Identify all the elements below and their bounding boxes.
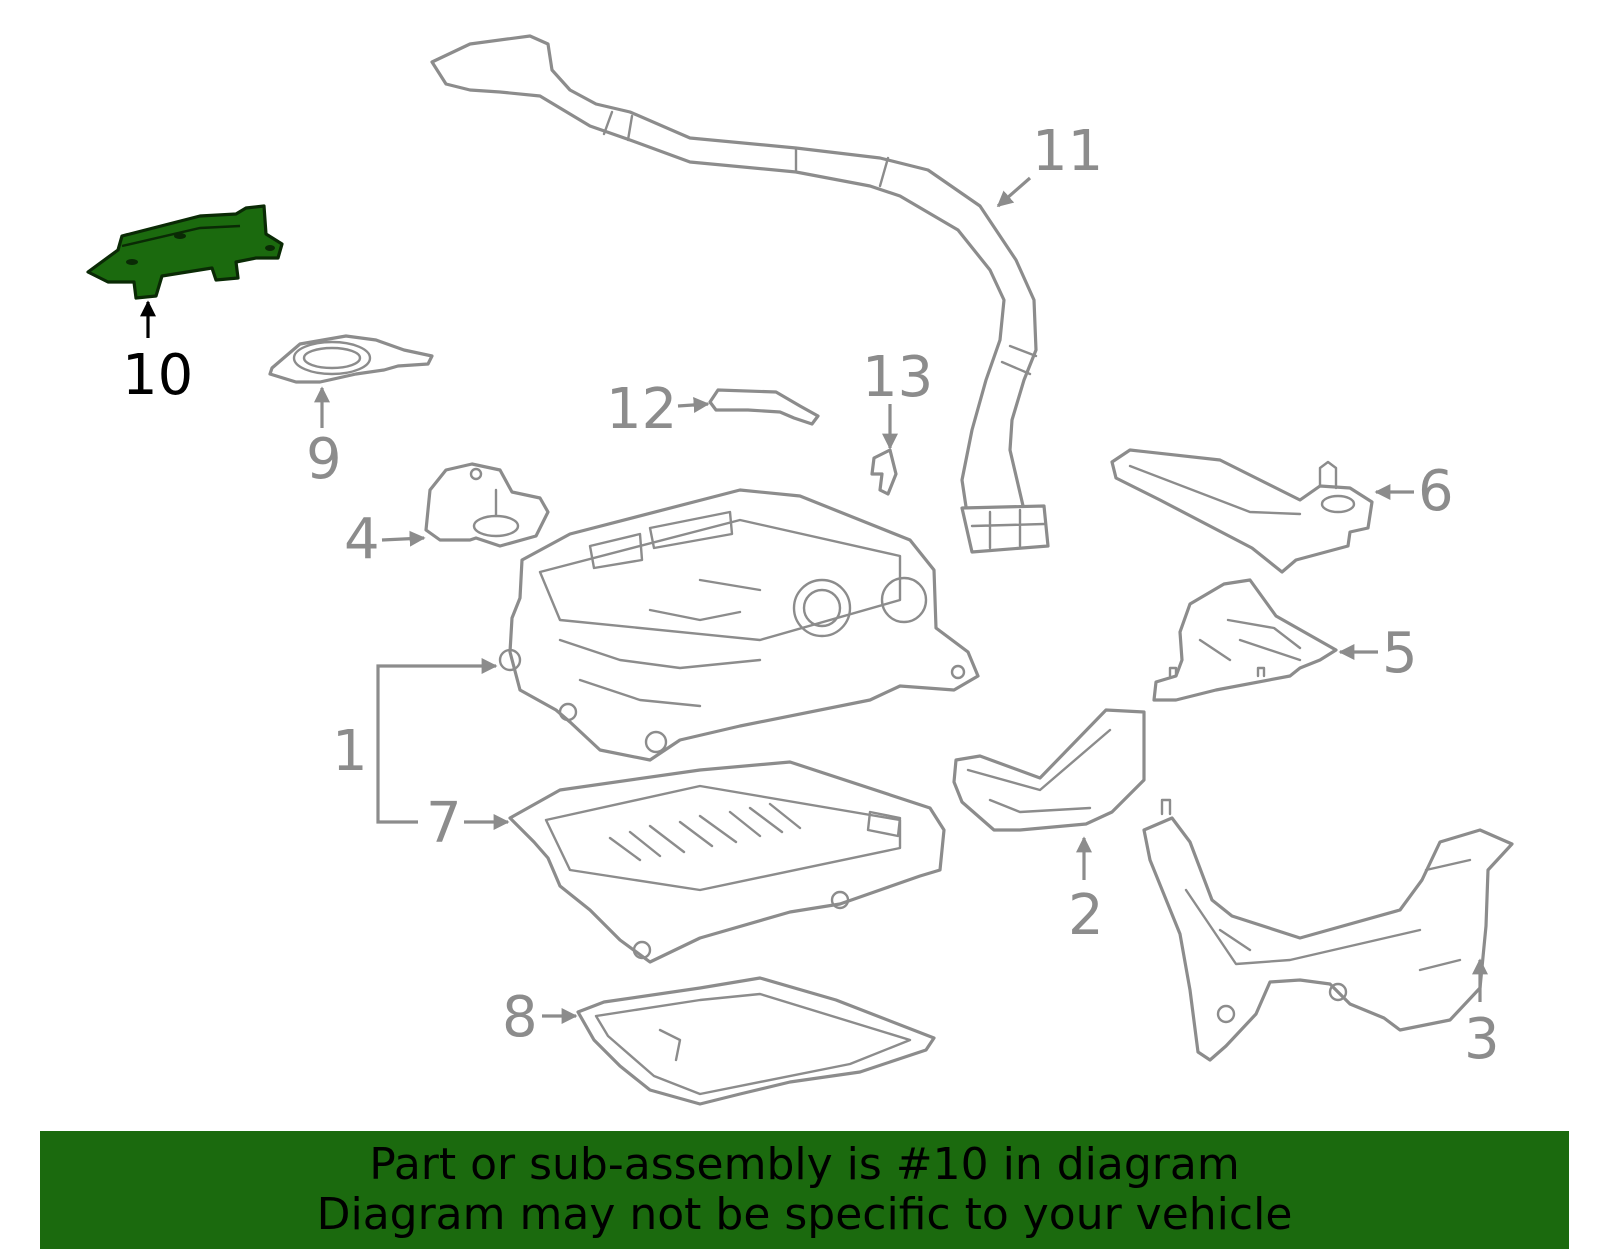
banner-line-1: Part or sub-assembly is #10 in diagram xyxy=(369,1139,1240,1190)
banner-line-2: Diagram may not be specific to your vehi… xyxy=(316,1189,1293,1240)
callout-12: 12 xyxy=(606,377,677,442)
leader-lines xyxy=(140,176,1488,1024)
callout-11: 11 xyxy=(1032,119,1103,184)
part-12-clip[interactable] xyxy=(708,388,820,426)
part-2-bracket[interactable] xyxy=(952,708,1146,832)
part-10-bracket[interactable] xyxy=(86,204,284,300)
part-8-gasket[interactable] xyxy=(576,976,936,1106)
callout-1: 1 xyxy=(332,719,368,784)
exploded-parts-diagram: 10 9 11 12 13 4 6 5 1 7 2 3 8 xyxy=(86,34,1514,1106)
part-7-case[interactable] xyxy=(508,760,946,964)
callout-4: 4 xyxy=(344,507,380,572)
part-3-frame[interactable] xyxy=(1142,798,1514,1062)
callout-10: 10 xyxy=(122,343,193,408)
callout-5: 5 xyxy=(1382,621,1418,686)
info-banner: Part or sub-assembly is #10 in diagram D… xyxy=(40,1131,1569,1249)
part-5-bracket[interactable] xyxy=(1152,578,1338,702)
part-4-bracket[interactable] xyxy=(424,462,550,548)
callout-13: 13 xyxy=(862,345,933,410)
part-13-clip[interactable] xyxy=(870,448,898,496)
callout-6: 6 xyxy=(1418,459,1454,524)
part-11-cable[interactable] xyxy=(430,34,1050,554)
callout-7: 7 xyxy=(426,791,462,856)
callout-3: 3 xyxy=(1464,1007,1500,1072)
callout-2: 2 xyxy=(1068,883,1104,948)
callout-9: 9 xyxy=(306,427,342,492)
part-6-mount[interactable] xyxy=(1110,448,1374,574)
callout-8: 8 xyxy=(502,985,538,1050)
part-9-gasket[interactable] xyxy=(268,334,434,384)
part-1-inverter[interactable] xyxy=(498,488,980,762)
